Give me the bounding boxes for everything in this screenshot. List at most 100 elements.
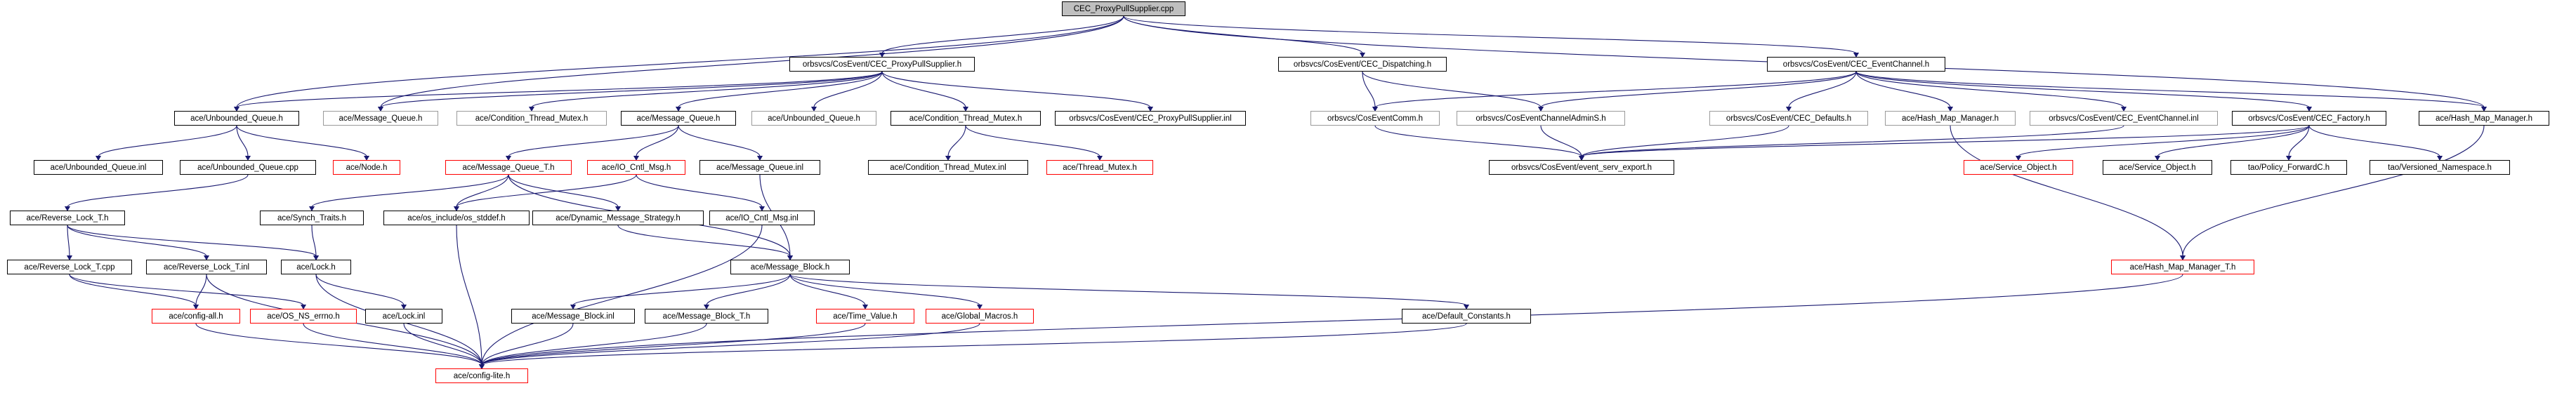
graph-node-label: ace/Message_Block.inl	[532, 312, 615, 321]
graph-node-label: CEC_ProxyPullSupplier.cpp	[1073, 4, 1174, 13]
graph-node[interactable]: ace/OS_NS_errno.h	[250, 309, 357, 324]
graph-node-label: orbsvcs/CosEvent/event_serv_export.h	[1511, 163, 1652, 172]
graph-node[interactable]: ace/config-all.h	[152, 309, 240, 324]
graph-node-label: ace/Message_Block_T.h	[662, 312, 751, 321]
graph-node-label: ace/IO_Cntl_Msg.h	[601, 163, 671, 172]
graph-node-label: ace/Default_Constants.h	[1422, 312, 1511, 321]
graph-node[interactable]: ace/Message_Queue.h	[621, 111, 736, 126]
graph-edge	[236, 125, 367, 157]
graph-edge	[636, 125, 679, 157]
graph-node-label: ace/Service_Object.h	[2119, 163, 2196, 172]
graph-node[interactable]: ace/Unbounded_Queue.h	[174, 111, 299, 126]
graph-node[interactable]: ace/Condition_Thread_Mutex.h	[456, 111, 607, 126]
graph-edge	[315, 274, 405, 306]
graph-edge	[2288, 125, 2310, 157]
graph-node[interactable]: orbsvcs/CosEvent/CEC_ProxyPullSupplier.i…	[1055, 111, 1246, 126]
graph-node[interactable]: CEC_ProxyPullSupplier.cpp	[1062, 1, 1185, 16]
graph-node[interactable]: ace/Unbounded_Queue.h	[751, 111, 876, 126]
graph-node[interactable]: orbsvcs/CosEvent/CEC_Factory.h	[2232, 111, 2386, 126]
graph-edge	[1581, 125, 1789, 157]
graph-node[interactable]: ace/Message_Block_T.h	[645, 309, 768, 324]
graph-node[interactable]: ace/Hash_Map_Manager_T.h	[2111, 260, 2254, 274]
graph-edge	[481, 323, 707, 366]
graph-node[interactable]: ace/Node.h	[333, 160, 400, 175]
graph-edge	[881, 71, 1151, 108]
graph-edge	[881, 15, 1124, 54]
graph-edge	[481, 323, 1467, 366]
graph-node[interactable]: ace/Lock.h	[281, 260, 351, 274]
graph-node-label: ace/Lock.h	[296, 262, 336, 272]
graph-node[interactable]: ace/os_include/os_stddef.h	[383, 211, 530, 225]
graph-node[interactable]: ace/config-lite.h	[435, 368, 528, 383]
graph-node[interactable]: ace/Condition_Thread_Mutex.inl	[868, 160, 1028, 175]
graph-node-label: ace/Lock.inl	[382, 312, 426, 321]
graph-edge	[69, 274, 197, 306]
graph-edge	[1950, 125, 2183, 257]
graph-node[interactable]: ace/IO_Cntl_Msg.inl	[709, 211, 815, 225]
graph-edge	[1581, 125, 2124, 157]
graph-node-label: orbsvcs/CosEvent/CEC_ProxyPullSupplier.h	[802, 60, 962, 69]
graph-node-label: ace/Unbounded_Queue.inl	[50, 163, 147, 172]
graph-node[interactable]: ace/Unbounded_Queue.inl	[34, 160, 163, 175]
graph-node[interactable]: ace/Service_Object.h	[1964, 160, 2073, 175]
graph-node[interactable]: orbsvcs/CosEvent/CEC_EventChannel.inl	[2030, 111, 2218, 126]
graph-node[interactable]: ace/Lock.inl	[365, 309, 442, 324]
graph-node[interactable]: ace/Hash_Map_Manager.h	[2419, 111, 2549, 126]
graph-node[interactable]: ace/Time_Value.h	[816, 309, 914, 324]
graph-edge	[67, 225, 317, 257]
graph-node[interactable]: ace/Unbounded_Queue.cpp	[180, 160, 316, 175]
graph-node[interactable]: ace/Service_Object.h	[2103, 160, 2212, 175]
graph-edge	[2157, 125, 2310, 157]
graph-node[interactable]: ace/Reverse_Lock_T.inl	[146, 260, 267, 274]
graph-node-label: ace/IO_Cntl_Msg.inl	[725, 213, 799, 222]
graph-node[interactable]: tao/Versioned_Namespace.h	[2370, 160, 2510, 175]
graph-node[interactable]: orbsvcs/CosEvent/CEC_ProxyPullSupplier.h	[789, 57, 975, 72]
graph-edge	[456, 225, 482, 366]
graph-edge	[1362, 71, 1376, 108]
graph-edge	[236, 15, 1124, 108]
graph-node[interactable]: ace/Default_Constants.h	[1402, 309, 1531, 324]
graph-node[interactable]: ace/Synch_Traits.h	[260, 211, 364, 225]
graph-node[interactable]: ace/Hash_Map_Manager.h	[1885, 111, 2016, 126]
graph-node[interactable]: ace/Message_Block.inl	[511, 309, 635, 324]
graph-node[interactable]: ace/Message_Queue.inl	[699, 160, 820, 175]
graph-node[interactable]: ace/Reverse_Lock_T.cpp	[7, 260, 132, 274]
graph-edge	[67, 225, 207, 257]
graph-edge	[2018, 125, 2310, 157]
graph-node[interactable]: orbsvcs/CosEvent/CEC_Dispatching.h	[1278, 57, 1447, 72]
graph-node[interactable]: orbsvcs/CosEventComm.h	[1310, 111, 1440, 126]
graph-node[interactable]: orbsvcs/CosEvent/event_serv_export.h	[1489, 160, 1674, 175]
graph-node[interactable]: orbsvcs/CosEvent/CEC_EventChannel.h	[1767, 57, 1945, 72]
graph-node-label: ace/Reverse_Lock_T.cpp	[24, 262, 115, 272]
graph-node-label: orbsvcs/CosEvent/CEC_Factory.h	[2248, 114, 2370, 123]
graph-node-label: orbsvcs/CosEvent/CEC_Dispatching.h	[1293, 60, 1432, 69]
graph-edge	[303, 323, 482, 366]
graph-node-label: orbsvcs/CosEventComm.h	[1327, 114, 1424, 123]
graph-node-label: ace/Message_Queue_T.h	[462, 163, 555, 172]
graph-node[interactable]: ace/IO_Cntl_Msg.h	[587, 160, 685, 175]
graph-node[interactable]: ace/Condition_Thread_Mutex.h	[891, 111, 1041, 126]
graph-node-label: ace/config-lite.h	[453, 371, 511, 380]
graph-edge	[69, 274, 304, 306]
graph-node[interactable]: ace/Reverse_Lock_T.h	[10, 211, 125, 225]
graph-node[interactable]: ace/Message_Queue_T.h	[445, 160, 572, 175]
graph-node-label: ace/Time_Value.h	[833, 312, 898, 321]
graph-node[interactable]: ace/Message_Block.h	[730, 260, 850, 274]
graph-node-label: tao/Policy_ForwardC.h	[2247, 163, 2330, 172]
graph-node[interactable]: orbsvcs/CosEventChannelAdminS.h	[1457, 111, 1625, 126]
graph-node[interactable]: ace/Message_Queue.h	[323, 111, 438, 126]
graph-edge	[572, 274, 791, 306]
graph-node[interactable]: ace/Global_Macros.h	[926, 309, 1034, 324]
graph-edge	[947, 125, 966, 157]
graph-edge	[380, 71, 883, 108]
graph-edge	[789, 274, 866, 306]
graph-node[interactable]: tao/Policy_ForwardC.h	[2230, 160, 2347, 175]
graph-node[interactable]: orbsvcs/CosEvent/CEC_Defaults.h	[1709, 111, 1868, 126]
graph-node-label: ace/Hash_Map_Manager.h	[2435, 114, 2533, 123]
graph-edge	[678, 125, 761, 157]
graph-node-label: ace/Dynamic_Message_Strategy.h	[556, 213, 681, 222]
graph-node[interactable]: ace/Thread_Mutex.h	[1046, 160, 1153, 175]
graph-edge	[881, 71, 966, 108]
graph-edge	[1123, 15, 1363, 54]
graph-node[interactable]: ace/Dynamic_Message_Strategy.h	[532, 211, 704, 225]
